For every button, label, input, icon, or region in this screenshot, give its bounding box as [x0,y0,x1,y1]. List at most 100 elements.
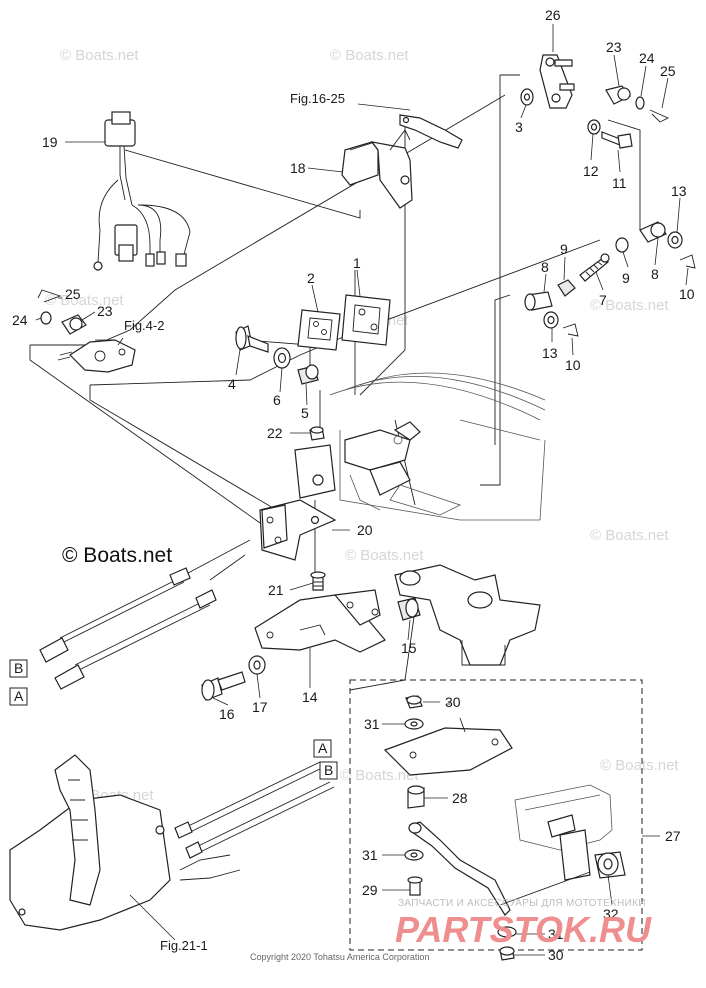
collar-5 [297,364,319,385]
cable-label-box-a [9,687,28,706]
remote-control-box [9,754,241,931]
brand-logo: PARTSTOK.RU [395,909,652,950]
part-number-7: 7 [599,292,607,308]
watermark: © Boats.net [590,527,669,544]
bracket-18 [341,129,413,209]
part-number-28: 28 [452,790,468,806]
part-number-29: 29 [362,882,378,898]
brand-subtitle: ЗАПЧАСТИ И АКСЕССУАРЫ ДЛЯ МОТОТЕХНИКИ [398,898,646,909]
washer-24a [635,96,645,110]
part-number-20: 20 [357,522,373,538]
part-number-3: 3 [515,119,523,135]
part-number-25: 25 [660,63,676,79]
watermark: © Boats.net [60,47,139,64]
part-number-22: 22 [267,425,283,441]
cable-label-box-b [9,659,28,678]
kit-27-guide-line [499,871,591,906]
watermark: © Boats.net [330,47,409,64]
ball-joint-8b [524,291,553,311]
part-number-13: 13 [671,183,687,199]
washer-3 [520,88,534,106]
part-number-17: 17 [252,699,268,715]
bushing-15 [397,597,421,621]
part-number-32: 32 [603,906,619,922]
part-number-31: 31 [548,926,564,942]
part-number-14: 14 [302,689,318,705]
bushing-6 [273,347,291,369]
part-number-27: 27 [665,828,681,844]
mount-housing [394,564,541,666]
watermark: © Boats.net [45,292,124,309]
part-number-30: 30 [445,694,461,710]
clip-25b [37,289,62,303]
rod-7 [579,253,610,282]
cable-label-b: B [14,660,23,676]
washer-24b [40,311,52,325]
part-number-15: 15 [401,640,417,656]
nut-32 [594,851,626,879]
part-number-1: 1 [353,255,361,271]
part-number-24: 24 [12,312,28,328]
copyright-notice: Copyright 2020 Tohatsu America Corporati… [250,952,429,962]
washer-13b [543,311,559,329]
washer-31c [497,926,517,938]
engine-body [329,372,546,521]
nut-22 [309,426,325,441]
figure-reference-21-1: Fig.21-1 [160,938,208,953]
watermark: © Boats.net [345,547,424,564]
part-number-6: 6 [273,392,281,408]
part-number-23: 23 [606,39,622,55]
watermark: © Boats.net [600,757,679,774]
cable-label-a: A [14,688,24,704]
cable-label-box-b-right [319,761,338,780]
throttle-arm-housing [514,784,613,881]
nut-30b [499,946,515,961]
part-number-19: 19 [42,134,58,150]
clip-10b [562,323,579,337]
part-number-8: 8 [651,266,659,282]
bracket-14 [254,589,386,653]
part-number-31: 31 [364,716,380,732]
throttle-cam-fig4-2 [57,339,136,373]
collar-28 [407,785,425,809]
watermark: © Boats.net [340,767,419,784]
ball-joint-23a [605,85,631,105]
part-number-24: 24 [639,50,655,66]
kit-27-outline [349,679,643,951]
part-number-25: 25 [65,286,81,302]
part-number-31: 31 [362,847,378,863]
part-number-9: 9 [622,270,630,286]
plate-fig16-25 [399,114,463,149]
part-number-21: 21 [268,582,284,598]
nut-30a [405,695,423,709]
gasket-2 [297,309,341,351]
part-number-8: 8 [541,259,549,275]
cable-label-b-right: B [324,762,333,778]
watermark: © Boats.net [590,297,669,314]
part-number-16: 16 [219,706,235,722]
main-watermark: © Boats.net [62,544,172,567]
nut-9b [615,237,629,253]
bolt-16 [201,671,246,701]
remote-cable-a [54,589,217,690]
part-number-12: 12 [583,163,599,179]
part-number-11: 11 [612,175,627,191]
part-number-30: 30 [548,947,564,963]
washer-12 [587,119,601,135]
bolt-11 [601,131,633,149]
wire-harness-19 [93,111,191,271]
figure-reference-16-25: Fig.16-25 [290,91,345,106]
washer-13a [667,231,683,249]
screw-21 [310,571,326,591]
cable-bracket-20 [259,444,337,561]
gasket-1 [341,294,391,346]
remote-cables-right [174,761,335,859]
part-number-2: 2 [307,270,315,286]
shoulder-bolt-4 [235,325,269,353]
figure-reference-4-2: Fig.4-2 [124,318,164,333]
ball-joint-8a [639,221,667,243]
part-number-13: 13 [542,345,558,361]
part-number-10: 10 [679,286,695,302]
cable-label-box-a-right [313,739,332,758]
